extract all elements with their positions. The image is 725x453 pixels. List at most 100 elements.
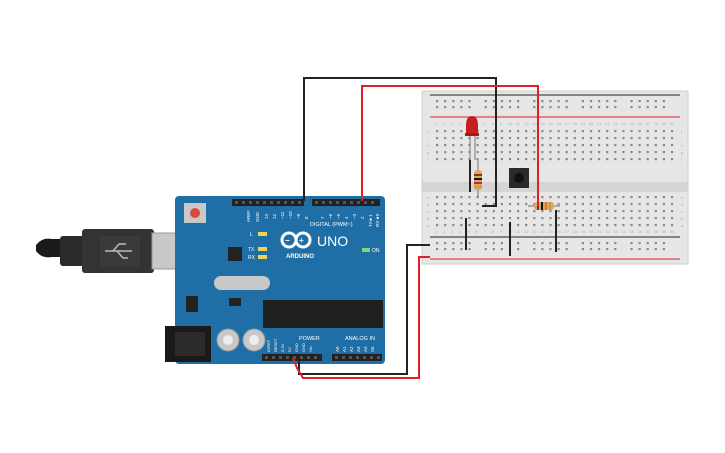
push-button[interactable] — [509, 168, 529, 188]
column-number: 12 — [524, 229, 529, 234]
column-number: 24 — [621, 121, 626, 126]
wire-red-5v[interactable] — [292, 256, 430, 379]
power-pin-label: GND — [294, 343, 299, 352]
led-rx — [258, 255, 267, 259]
board-name: UNO — [317, 233, 348, 249]
column-number: 14 — [540, 121, 545, 126]
column-number: 27 — [646, 121, 651, 126]
power-pin-label: GND — [301, 343, 306, 352]
column-number: 28 — [654, 229, 659, 234]
crystal — [214, 276, 270, 290]
column-number: 8 — [492, 229, 495, 234]
row-letter: f — [681, 157, 683, 162]
led-on — [362, 248, 370, 252]
column-number: 1 — [435, 229, 438, 234]
column-number: 3 — [451, 229, 454, 234]
column-number: 2 — [443, 229, 446, 234]
column-number: 7 — [484, 121, 487, 126]
analog-pin-label: A5 — [370, 346, 375, 352]
column-number: 22 — [605, 229, 610, 234]
column-number: 16 — [557, 121, 562, 126]
rail-minus-label: - — [425, 95, 427, 100]
row-letter: d — [427, 202, 429, 207]
column-number: 7 — [484, 229, 487, 234]
column-number: 13 — [532, 121, 537, 126]
column-number: 2 — [443, 121, 446, 126]
column-number: 22 — [605, 121, 610, 126]
row-letter: b — [427, 216, 430, 221]
wire-black-led-ground[interactable] — [303, 77, 497, 207]
column-number: 15 — [548, 229, 553, 234]
analog-header-label: ANALOG IN — [345, 336, 375, 342]
column-number: 4 — [459, 121, 462, 126]
row-letter: i — [427, 136, 428, 141]
row-letter: j — [680, 129, 682, 134]
row-letter: f — [427, 157, 429, 162]
column-number: 11 — [516, 229, 521, 234]
analog-pin-label: A3 — [356, 346, 361, 352]
column-number: 19 — [581, 229, 586, 234]
column-number: 14 — [540, 229, 545, 234]
row-letter: j — [426, 129, 428, 134]
column-number: 12 — [524, 121, 529, 126]
resistor-led[interactable] — [474, 160, 482, 198]
column-number: 9 — [500, 229, 503, 234]
column-number: 20 — [589, 121, 594, 126]
red-led[interactable] — [465, 116, 479, 160]
column-number: 17 — [565, 229, 570, 234]
row-letter: h — [681, 143, 683, 148]
digital-header-label: DIGITAL (PWM~) — [310, 222, 353, 228]
power-pin-label: IOREF — [266, 339, 271, 352]
column-number: 21 — [597, 121, 602, 126]
led-l — [258, 232, 267, 236]
column-number: 3 — [451, 121, 454, 126]
digital-pin-label: ~9 — [296, 213, 301, 219]
column-number: 8 — [492, 121, 495, 126]
power-pin-label: 5V — [287, 347, 292, 352]
led-on-label: ON — [372, 248, 380, 254]
column-number: 26 — [638, 229, 643, 234]
column-number: 9 — [500, 121, 503, 126]
digital-pin-label: ~3 — [352, 213, 357, 219]
column-number: 6 — [476, 229, 479, 234]
digital-pin-label: ~10 — [288, 211, 293, 219]
column-number: 23 — [613, 121, 618, 126]
svg-text:−: − — [285, 236, 290, 245]
column-number: 29 — [662, 121, 667, 126]
column-number: 4 — [459, 229, 462, 234]
row-letter: e — [681, 195, 684, 200]
column-number: 25 — [629, 121, 634, 126]
column-number: 16 — [557, 229, 562, 234]
power-pin-label: 3.3V — [280, 343, 285, 352]
column-number: 25 — [629, 229, 634, 234]
digital-pin-label: ~5 — [336, 213, 341, 219]
row-letter: a — [681, 223, 684, 228]
column-number: 26 — [638, 121, 643, 126]
row-letter: b — [681, 216, 684, 221]
power-header-label: POWER — [299, 336, 320, 342]
wire-black-gnd[interactable] — [298, 244, 430, 375]
analog-pin-label: A1 — [342, 346, 347, 352]
arduino-uno-board[interactable]: L TX RX ON − + ARDUINO UNO DIGITAL (PWM~… — [165, 196, 385, 364]
row-letter: g — [681, 150, 683, 155]
atmega-chip — [263, 300, 383, 328]
wire-red-pin2[interactable] — [361, 85, 539, 206]
column-number: 5 — [467, 229, 470, 234]
row-letter: g — [427, 150, 429, 155]
analog-pin-label: A0 — [335, 346, 340, 352]
row-letter: e — [427, 195, 430, 200]
power-pin-label: RESET — [273, 338, 278, 352]
column-number: 1 — [435, 121, 438, 126]
row-letter: c — [427, 209, 429, 214]
column-number: 27 — [646, 229, 651, 234]
column-number: 30 — [670, 229, 675, 234]
brand-label: ARDUINO — [286, 254, 314, 260]
pin-gnd: GND — [255, 211, 260, 222]
row-letter: d — [681, 202, 683, 207]
pin-rx0: RX◄0 — [375, 213, 380, 227]
column-number: 30 — [670, 121, 675, 126]
column-number: 11 — [516, 121, 521, 126]
column-number: 21 — [597, 229, 602, 234]
column-number: 18 — [573, 229, 578, 234]
